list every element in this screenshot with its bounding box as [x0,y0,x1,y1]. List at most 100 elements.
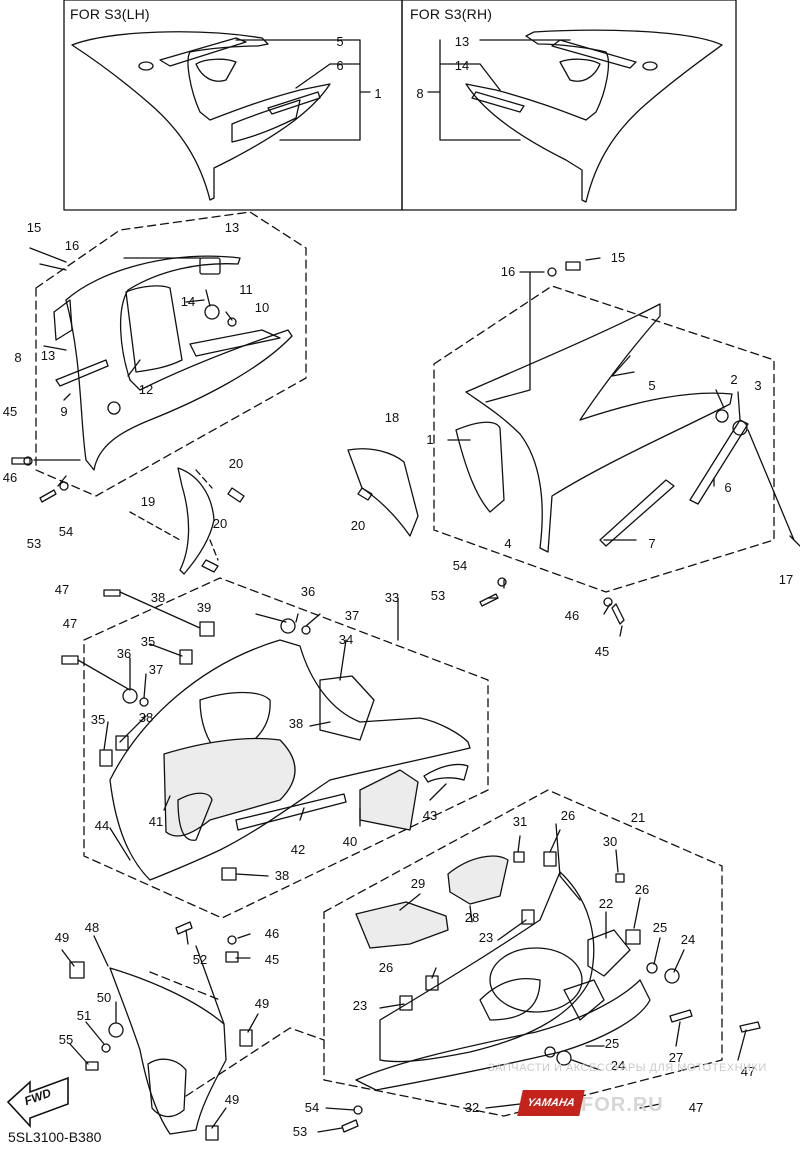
callout-number: 47 [62,616,78,631]
nut-35b [99,749,113,767]
callout-number: 44 [94,818,110,833]
rh-bolt-17 [747,429,800,547]
bracket-34 [319,675,375,741]
callout-number: 47 [54,582,70,597]
mesh-28 [447,855,509,905]
callout-number: 38 [150,590,166,605]
callout-number: 23 [478,930,494,945]
grommet-50 [108,1022,124,1038]
callout-number: 7 [648,536,656,551]
callout-number: 52 [192,952,208,967]
diagram-code: 5SL3100-B380 [8,1129,102,1145]
nut-26a [543,851,557,867]
lh-decal-6 [267,91,321,115]
callout-number: 1 [374,86,382,101]
callout-number: 36 [116,646,132,661]
grommet-24b [556,1050,572,1066]
plate-43 [423,763,469,783]
stay-19 [177,467,215,575]
center-cowl [109,639,471,881]
bolt-47a [103,589,121,597]
screw-20-c [357,487,373,501]
stay-19-leader [129,469,219,561]
callout-number: 55 [58,1032,74,1047]
callout-number: 45 [264,952,280,967]
callout-number: 8 [14,350,22,365]
callout-number: 45 [2,404,18,419]
callout-number: 15 [610,250,626,265]
rh-decal-14 [471,91,525,113]
nut-38b [115,735,129,751]
bolt-47b [61,655,79,665]
lower-front-panel-48 [109,967,227,1135]
callout-number: 26 [378,960,394,975]
callout-number: 26 [634,882,650,897]
lh-decal-13 [53,299,73,341]
screw-20-a [227,487,245,503]
rh-bracket-18 [347,448,419,537]
rh-washer-54 [497,577,507,587]
nut-35a [179,649,193,665]
lh-upper-cowl [65,255,293,471]
callout-number: 51 [76,1008,92,1023]
callout-number: 9 [60,404,68,419]
bolt-53b [341,1119,359,1133]
lh-collar-10 [227,317,237,327]
nut-23b [521,909,535,925]
grommet-24a [664,968,680,984]
bolt-47c [739,1021,761,1033]
rh-side-cowl-outline [465,29,723,203]
callout-number: 29 [410,876,426,891]
callout-number: 53 [26,536,42,551]
callout-number: 46 [564,608,580,623]
collar-25b [544,1046,556,1058]
nut-38c [221,867,237,881]
callout-number: 46 [264,926,280,941]
lh-variant-title: FOR S3(LH) [70,6,150,22]
rh-inner-panel-4 [455,421,505,513]
rh-decal-7 [599,479,675,547]
lh-bolt-53 [39,489,57,503]
rh-vent-cut [559,58,601,82]
washer-46b [227,935,237,945]
callout-number: 13 [454,34,470,49]
screw-20-b [201,559,219,573]
lh-variant-box [63,0,403,211]
duct-mesh-41 [163,737,296,837]
callout-number: 5 [336,34,344,49]
callout-number: 21 [630,810,646,825]
callout-number: 14 [454,58,470,73]
lh-vent-cut [195,58,237,82]
nut-26b [625,929,641,945]
rh-decal-6 [689,419,749,505]
rh-upper-cowl [465,303,733,553]
lh-inner-panel [125,285,183,373]
callout-number: 54 [452,558,468,573]
bolt-55 [85,1061,99,1071]
callout-number: 37 [148,662,164,677]
callout-number: 53 [430,588,446,603]
rh-variant-box [401,0,737,211]
callout-number: 31 [512,814,528,829]
under-cowl-vent [489,947,583,1013]
callout-number: 23 [352,998,368,1013]
lh-decal-9 [55,359,109,387]
callout-number: 16 [64,238,80,253]
rh-cowl-hole [642,61,658,71]
callout-number: 53 [292,1124,308,1139]
rh-bolt-15 [565,261,581,271]
callout-number: 20 [212,516,228,531]
collar-37a [301,625,311,635]
bolt-27 [669,1009,693,1023]
callout-number: 12 [138,382,154,397]
callout-number: 28 [464,910,480,925]
callout-number: 33 [384,590,400,605]
rh-washer-46 [603,597,613,607]
callout-number: 1 [426,432,434,447]
callout-number: 5 [648,378,656,393]
under-cowl-21 [355,979,651,1091]
callout-number: 34 [338,632,354,647]
callout-number: 14 [180,294,196,309]
rh-washer-16 [547,267,557,277]
